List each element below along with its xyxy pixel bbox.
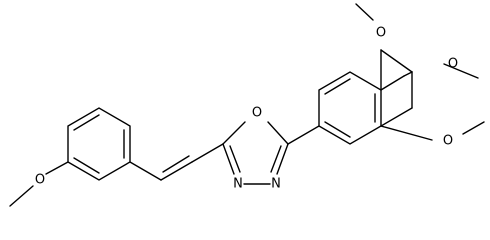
atom-oxygen-ring: O — [252, 106, 262, 121]
bond-c2-o1 — [222, 121, 246, 145]
atom-oxygen-methoxy-right-upper: O — [448, 57, 458, 72]
bond-aryl-o-right-lower — [380, 125, 433, 141]
bond-c-link-lower — [380, 107, 413, 127]
vinyl-double-bond-inner — [162, 155, 190, 173]
bond-n3-c2 — [222, 143, 235, 175]
bond-o-methyl-right-lower — [462, 121, 485, 135]
atom-oxygen-methoxy-right-lower: O — [443, 134, 453, 149]
atom-oxygen-methoxy-top: O — [376, 26, 386, 41]
bond-o-aryl-left — [45, 161, 69, 175]
bond-c-c-link — [403, 71, 413, 77]
atom-nitrogen-right: N — [271, 177, 281, 192]
bond-layer — [9, 3, 485, 207]
atom-oxygen-methoxy-left: O — [35, 173, 45, 188]
bond-o1-c5 — [267, 121, 289, 145]
bond-c5-n4 — [276, 143, 289, 175]
bond-o-methyl-right-upper — [443, 63, 479, 79]
bond-o-methyl-top — [355, 3, 374, 21]
ring-double-bond — [73, 157, 100, 174]
bond-c-link-upper — [380, 49, 413, 73]
bond-aryl-o-right-upper — [380, 75, 405, 91]
bond-vinyl-oxadiazole — [191, 143, 224, 163]
atom-nitrogen-left: N — [233, 177, 243, 192]
vinyl-double-bond — [160, 161, 193, 181]
trimethoxyphenyl-ring — [318, 71, 382, 145]
bond-methyl-o-left — [9, 185, 34, 207]
bond-c5-n4-double — [270, 145, 282, 173]
bond-aryl-vinyl — [129, 161, 162, 181]
methoxyphenyl-ring — [67, 107, 131, 181]
bond-n3-c2-double — [229, 145, 241, 173]
bond-oxadiazole-aryl — [287, 125, 320, 145]
ring-double-bond — [324, 121, 351, 138]
ring-double-bond — [73, 114, 100, 131]
atom-label-layer: O O N N O O O — [35, 26, 458, 192]
ring-double-bond — [324, 78, 351, 95]
structure-diagram: O O N N O O O — [9, 3, 485, 207]
